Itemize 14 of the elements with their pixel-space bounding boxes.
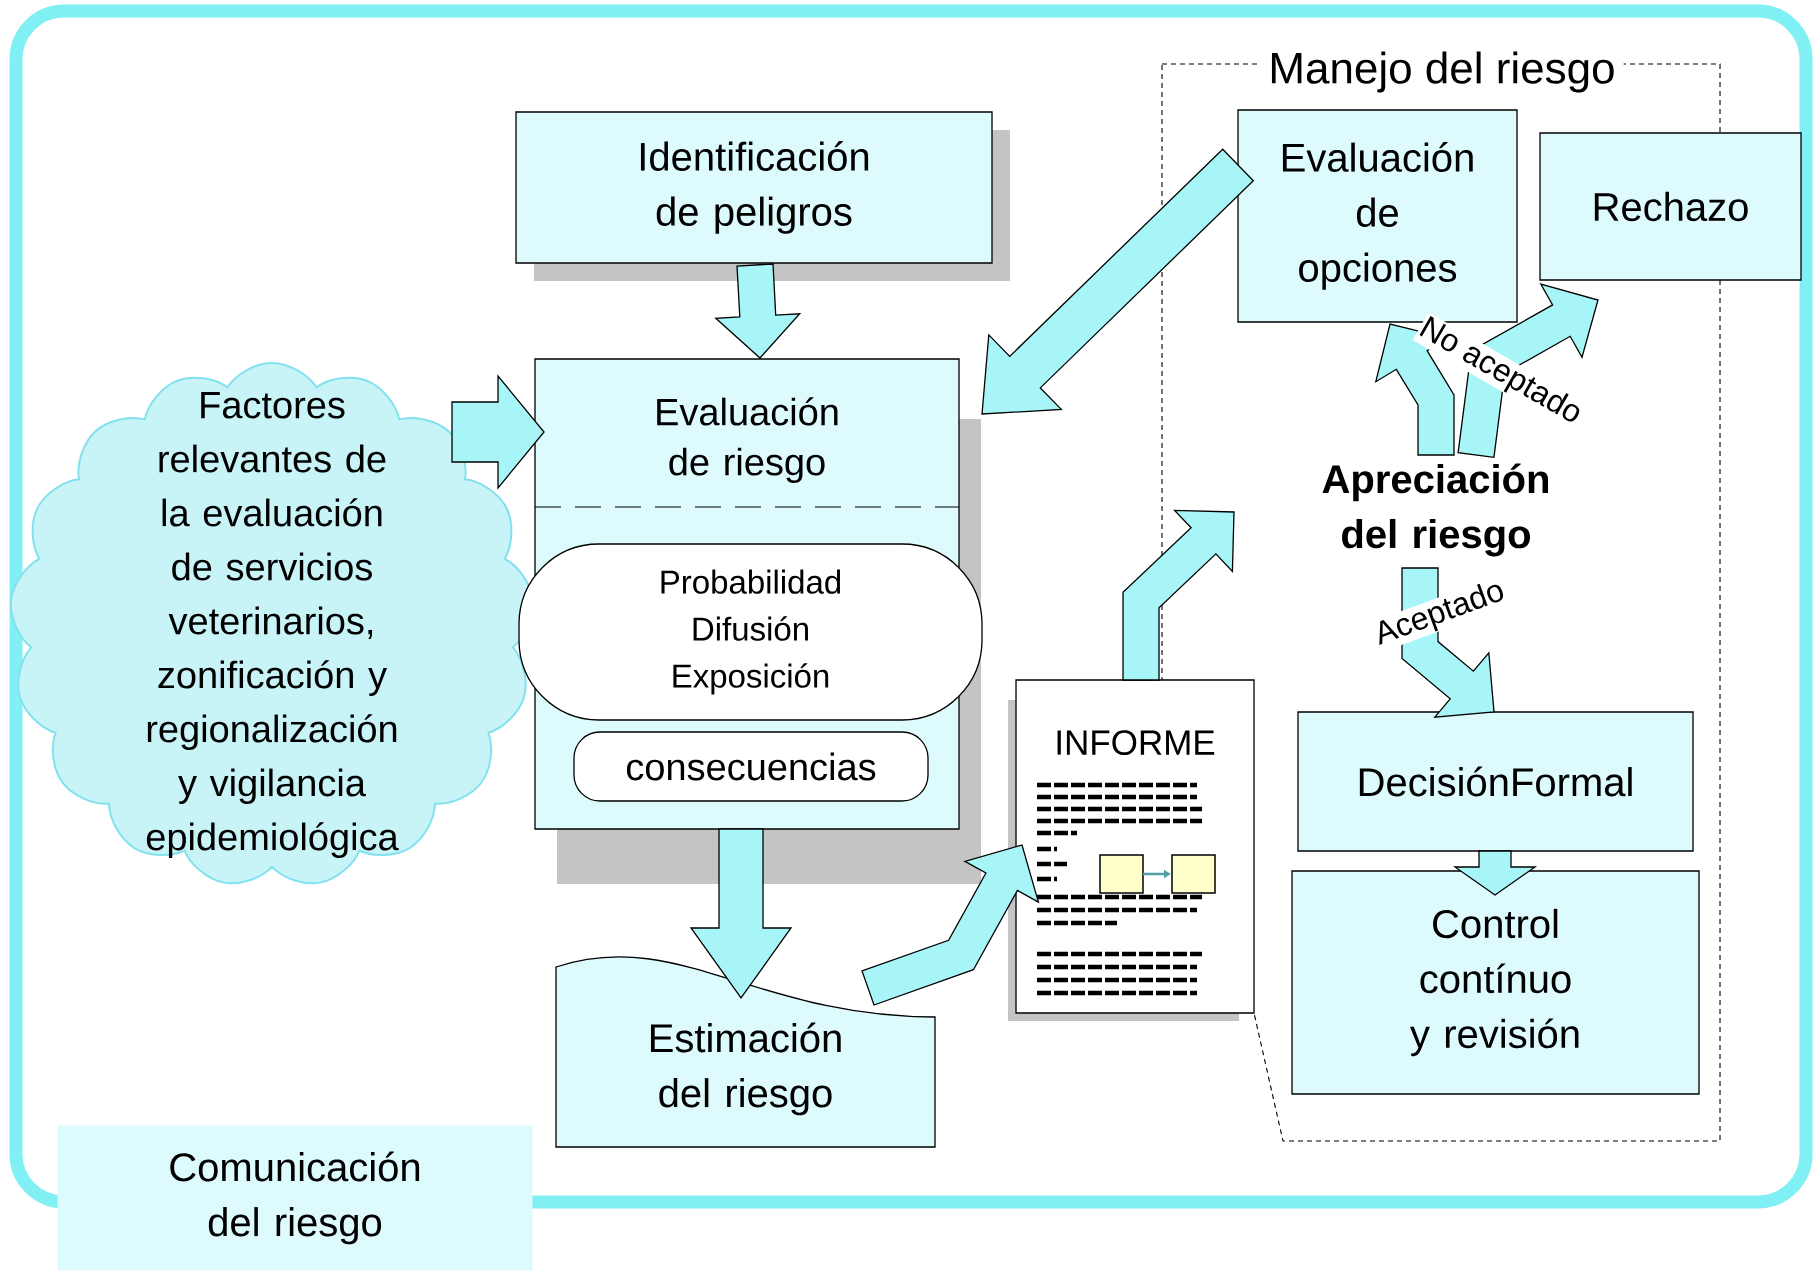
heading-text: Apreciación del riesgo (1322, 463, 1548, 557)
block-arrow (1122, 509, 1235, 681)
process-box: DecisiónFormal (1297, 711, 1694, 852)
block-arrow (714, 263, 802, 359)
process-box: Control contínuo y revisión (1291, 870, 1700, 1095)
process-box: Identificación de peligros (515, 111, 1010, 281)
block-arrow (1452, 850, 1538, 896)
label-box: Comunicación del riesgo (57, 1125, 533, 1271)
rounded-box: consecuencias (573, 731, 929, 802)
block-arrow (861, 844, 1040, 1006)
block-arrow (689, 828, 793, 1000)
block-arrow (1374, 323, 1455, 456)
process-box: Rechazo (1539, 132, 1802, 281)
block-arrow (451, 374, 545, 490)
